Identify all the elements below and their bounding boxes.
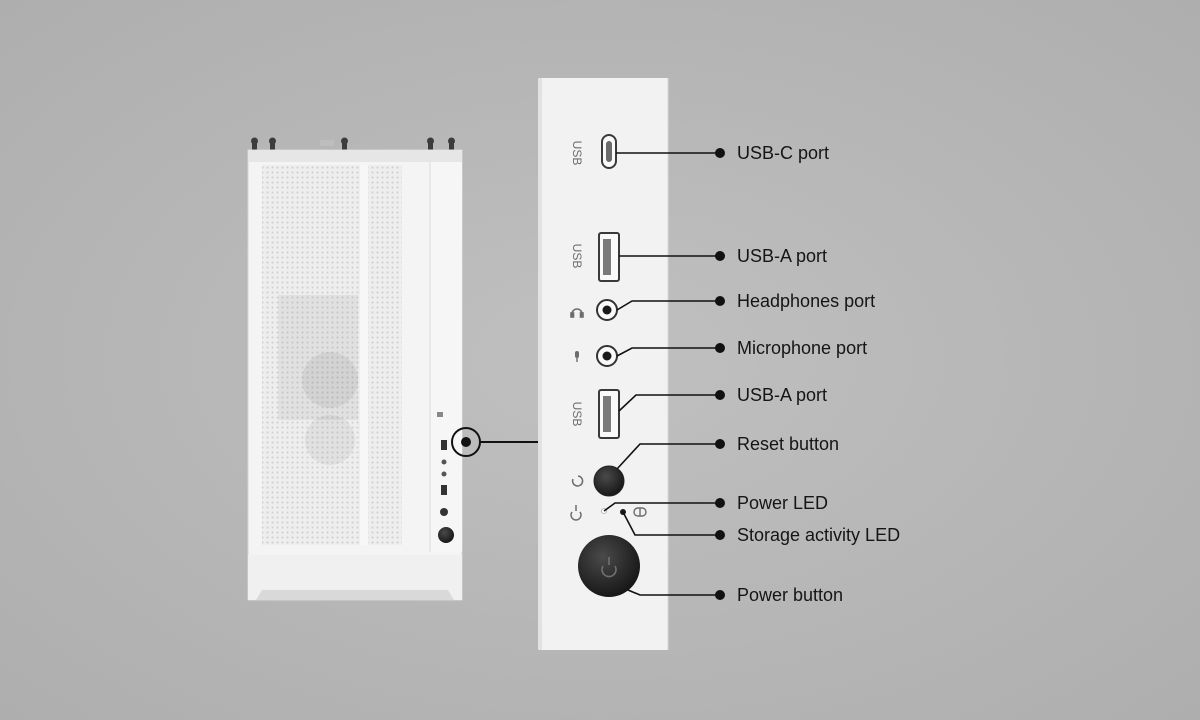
usb-a-port-top [598, 232, 620, 282]
power-button-graphic [578, 535, 640, 597]
mesh-panel [262, 165, 402, 545]
callout-microphone-port: Microphone port [737, 338, 868, 358]
microphone-icon [575, 351, 579, 362]
callout-usb-a-port: USB-A port [737, 246, 828, 266]
reset-icon [571, 475, 584, 487]
leader-dots [715, 148, 725, 600]
callout-storage-activity-led: Storage activity LED [737, 525, 901, 545]
io-panel [538, 78, 669, 650]
callout-headphones-port: Headphones port [737, 291, 876, 311]
callout-reset-button: Reset button [737, 434, 840, 454]
case-front-io [437, 412, 454, 543]
microphone-jack [596, 345, 618, 367]
callout-power-led: Power LED [737, 493, 829, 513]
usb-c-port [601, 134, 617, 169]
usb-a-top-text: USB [570, 243, 584, 269]
callout-usb-a-port-2: USB-A port [737, 385, 828, 405]
pc-case [247, 137, 538, 601]
power-icon [570, 505, 582, 521]
usb-a-port-bottom [598, 389, 620, 439]
storage-icon [633, 507, 647, 517]
callout-power-button: Power button [737, 585, 844, 605]
headphones-jack [596, 299, 618, 321]
headphone-icon [570, 308, 584, 318]
usb-a-bottom-text: USB [570, 401, 584, 427]
reset-button-graphic [593, 465, 625, 497]
usb-c-text: USB [570, 140, 584, 166]
leader-lines [603, 152, 720, 596]
callout-usb-c-port: USB-C port [737, 143, 830, 163]
top-fittings [251, 137, 455, 150]
